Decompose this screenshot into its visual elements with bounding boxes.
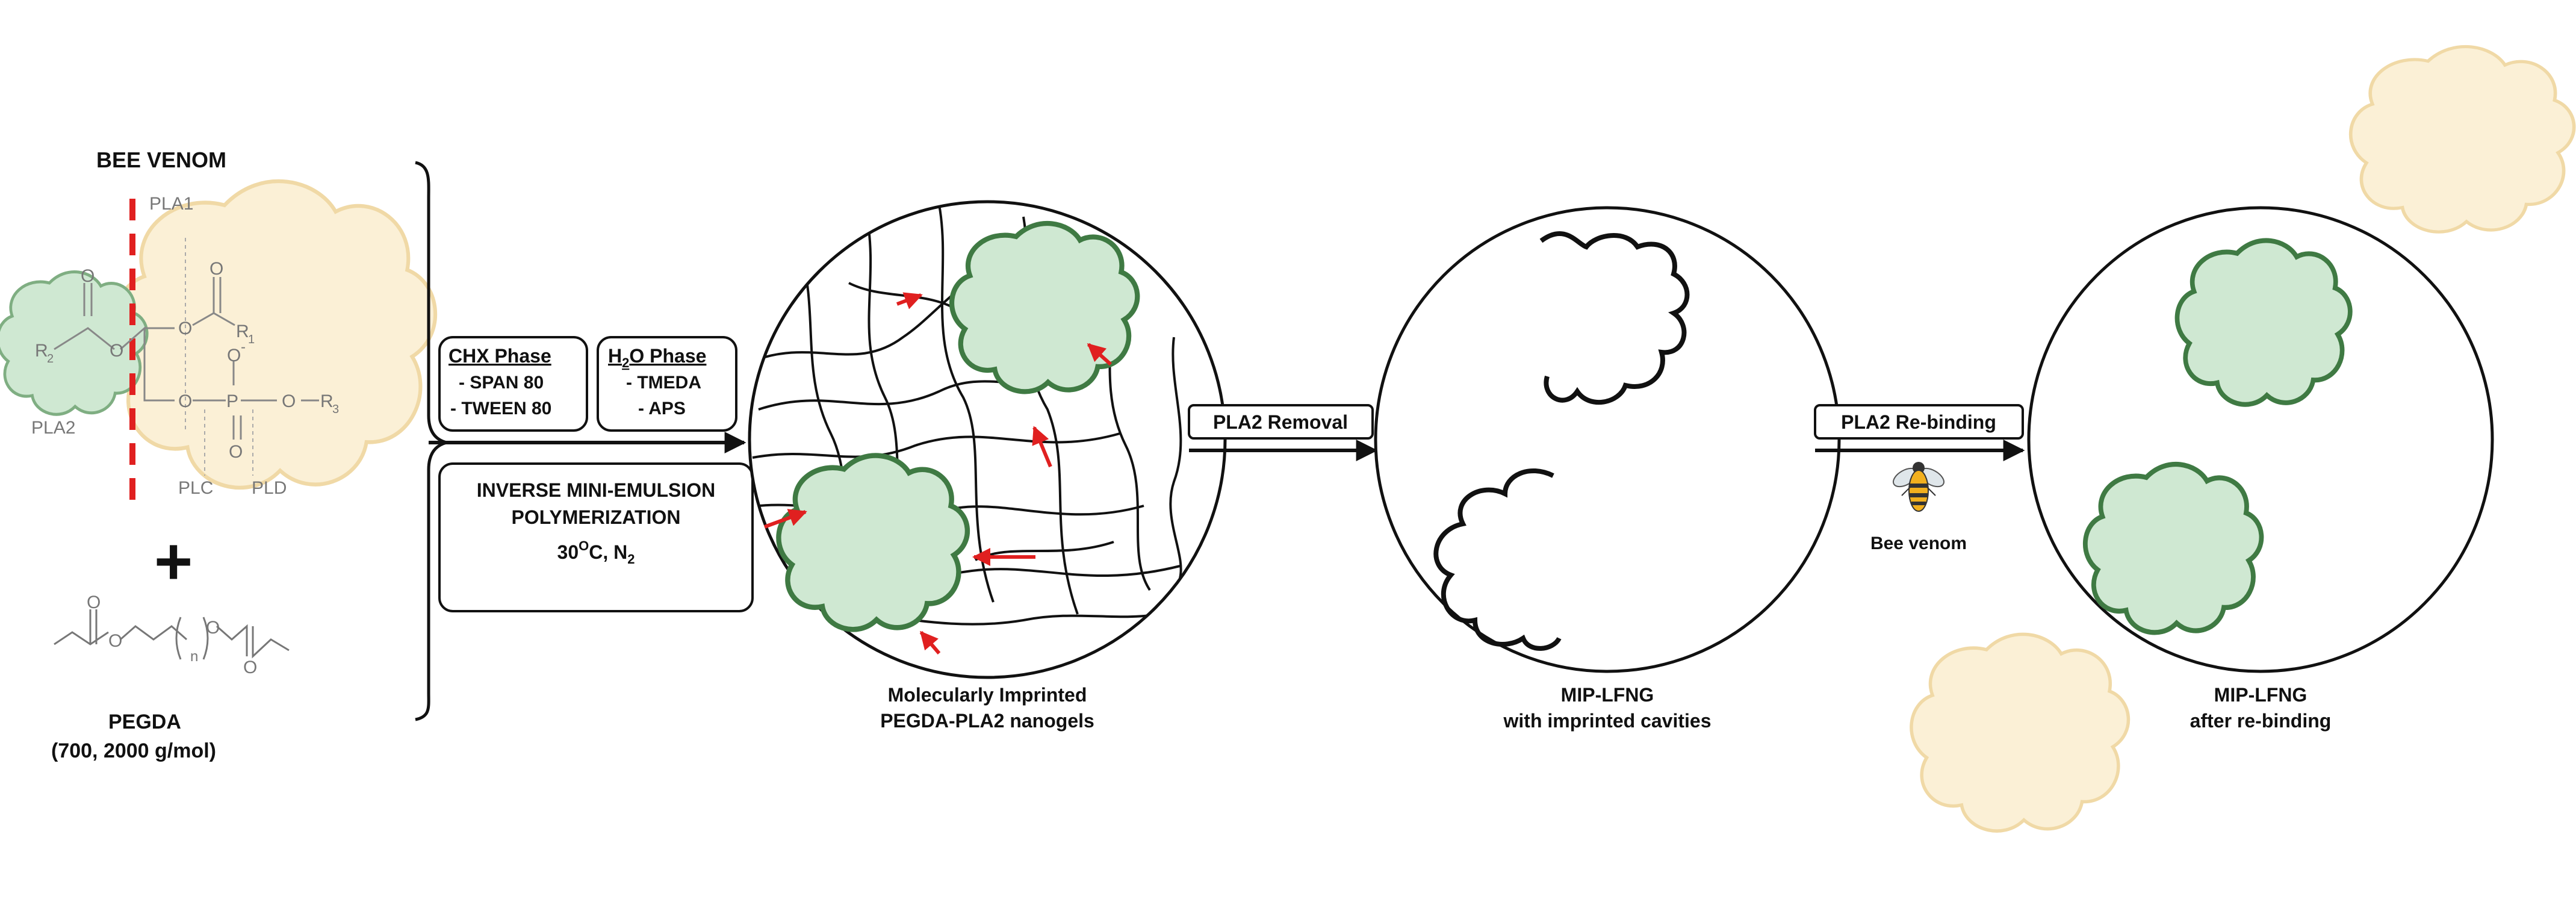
imprinted-cavity-top [1539,231,1690,405]
step-pla2-rebinding: PLA2 Re-binding Bee venom [1814,404,2025,553]
pegda-molecular-weight: (700, 2000 g/mol) [51,739,216,762]
pla2-rebound-top [2177,240,2350,404]
svg-text:1: 1 [248,333,255,346]
label-pla1: PLA1 [149,194,193,214]
svg-text:O: O [227,346,241,365]
chx-phase-box: CHX Phase - SPAN 80 - TWEEN 80 [438,336,588,432]
pla2-rebound-bottom [2085,464,2262,632]
h2o-phase-box: H2O Phase - TMEDA - APS [597,336,737,432]
svg-text:O: O [87,593,101,612]
venom-protein-bottom-left [1911,634,2129,831]
nanogel-caption: Molecularly Imprinted [888,684,1087,706]
label-pld: PLD [252,478,287,498]
nanogel-caption: PEGDA-PLA2 nanogels [880,710,1094,732]
pla2-rebinding-label: PLA2 Re-binding [1841,411,1996,433]
svg-text:O: O [178,319,192,338]
chx-phase-title: CHX Phase [448,345,551,367]
svg-text:O: O [282,391,296,411]
bee-venom-note: Bee venom [1870,533,1967,553]
temperature-atmosphere: 30OC, N2 [557,538,635,567]
svg-text:n: n [190,649,198,665]
chx-item: - TWEEN 80 [450,399,551,418]
label-pla2: PLA2 [31,418,75,438]
step-pla2-removal: PLA2 Removal [1188,404,1378,461]
svg-text:R: R [236,322,249,341]
label-plc: PLC [178,478,213,498]
pegda-atoms: O O O O n [87,593,257,677]
svg-text:O: O [178,391,192,411]
mip-cavities: MIP-LFNG with imprinted cavities [1374,206,1841,732]
pegda-structure [54,609,290,660]
pla2-removal-label: PLA2 Removal [1213,411,1348,433]
svg-text:P: P [226,391,238,411]
pla2-protein-bottom [778,456,967,630]
bee-venom-title: BEE VENOM [96,148,226,172]
cavities-caption: with imprinted cavities [1503,710,1712,732]
rebound-caption: after re-binding [2190,710,2332,732]
polymerization-box: INVERSE MINI-EMULSION POLYMERIZATION 30O… [438,462,754,612]
chx-item: - SPAN 80 [459,373,544,393]
phospholipid-skeleton [54,277,319,440]
svg-text:R: R [320,391,334,411]
venom-cloud-shape [113,181,436,488]
binding-interaction-arrows [763,292,1112,655]
pla2-cloud-shape [0,272,147,414]
svg-text:R: R [35,341,48,361]
mip-rebound: MIP-LFNG after re-binding [1911,46,2574,831]
phospholipid-atoms: O O O O O P O - O O R 1 R 2 R 3 [35,259,339,462]
svg-text:-: - [241,339,246,355]
cavities-caption: MIP-LFNG [1561,684,1654,706]
svg-text:O: O [110,341,123,361]
svg-text:2: 2 [47,352,54,365]
h2o-item: - TMEDA [626,373,701,393]
nanogel-imprinted: Molecularly Imprinted PEGDA-PLA2 nanogel… [748,200,1227,732]
bee-icon [1893,462,1944,512]
pla2-protein-top [952,223,1137,391]
h2o-item: - APS [638,399,686,418]
pegda-name: PEGDA [108,711,181,733]
plus-sign: + [154,524,193,599]
h2o-phase-title: H2O Phase [608,345,706,370]
venom-protein-top-right [2351,46,2574,232]
rebound-caption: MIP-LFNG [2214,684,2308,706]
method-line: INVERSE MINI-EMULSION [477,479,715,501]
svg-text:O: O [206,618,220,638]
svg-text:O: O [243,658,257,677]
bee-venom-panel: BEE VENOM O O O O [0,148,435,762]
svg-text:O: O [229,442,243,462]
svg-text:O: O [81,266,95,286]
imprinted-cavity-bottom [1433,468,1562,651]
svg-text:O: O [209,259,223,279]
svg-text:O: O [108,631,122,651]
svg-text:3: 3 [332,403,339,416]
method-line: POLYMERIZATION [512,506,681,528]
